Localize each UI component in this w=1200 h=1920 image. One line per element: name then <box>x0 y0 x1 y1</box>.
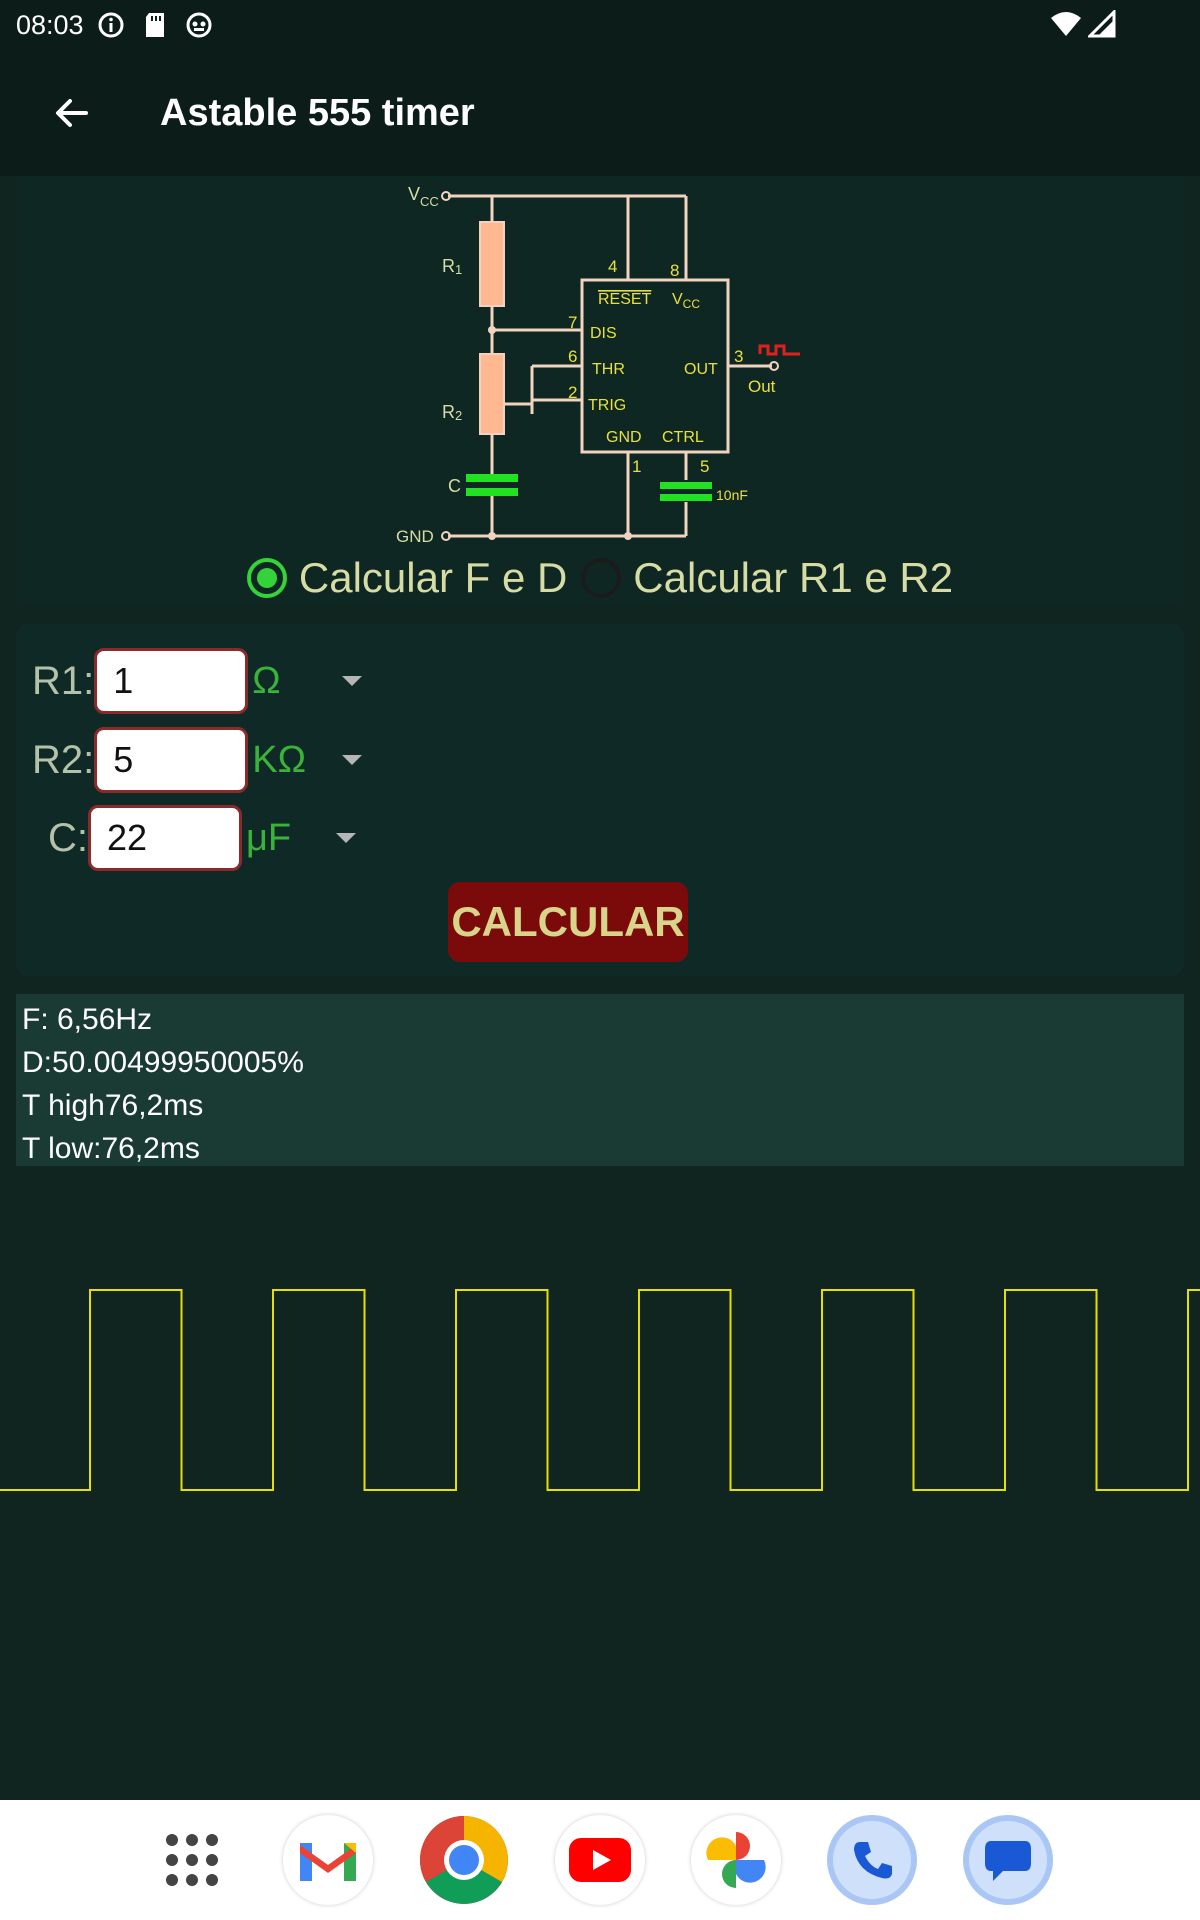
radio-calcular-f-d[interactable]: Calcular F e D <box>246 554 568 602</box>
reset-label: RESET <box>598 291 652 308</box>
r2-row: R2: KΩ <box>32 727 363 793</box>
ctrl-label: CTRL <box>662 429 704 446</box>
square-wave-line <box>0 1289 1200 1491</box>
messages-icon[interactable] <box>963 1815 1053 1905</box>
pin3-label: 3 <box>734 347 743 366</box>
r2-label: R2 <box>442 402 462 423</box>
gmail-icon[interactable] <box>283 1815 373 1905</box>
radio-calcular-r1-r2[interactable]: Calcular R1 e R2 <box>581 554 953 602</box>
chevron-down-icon[interactable] <box>342 755 363 765</box>
info-icon <box>96 10 126 40</box>
pin6-label: 6 <box>568 347 577 366</box>
r1-input[interactable] <box>94 648 249 714</box>
app-drawer-icon[interactable] <box>147 1815 237 1905</box>
radio-button-selected[interactable] <box>246 558 287 598</box>
app-bar: Astable 555 timer <box>0 50 1200 176</box>
results-panel: F: 6,56Hz D:50.00499950005% T high76,2ms… <box>16 994 1184 1166</box>
status-bar: 08:03 <box>0 0 1200 50</box>
page-title: Astable 555 timer <box>160 91 475 134</box>
trig-label: TRIG <box>588 397 626 414</box>
c-label: C: <box>48 815 88 860</box>
t-low-result: T low:76,2ms <box>22 1132 200 1165</box>
mode-selector: Calcular F e D Calcular R1 e R2 <box>0 548 1200 608</box>
phone-icon[interactable] <box>827 1815 917 1905</box>
pin7-label: 7 <box>568 313 577 332</box>
back-button[interactable] <box>32 73 112 153</box>
arrow-back-icon <box>56 99 88 127</box>
pin5-label: 5 <box>700 457 709 476</box>
sd-card-icon <box>140 10 170 40</box>
duty-result: D:50.00499950005% <box>22 1046 304 1079</box>
c-unit-select[interactable]: μF <box>246 816 292 859</box>
youtube-icon[interactable] <box>555 1815 645 1905</box>
status-time: 08:03 <box>16 9 84 40</box>
chevron-down-icon[interactable] <box>342 676 363 686</box>
photos-icon[interactable] <box>691 1815 781 1905</box>
dis-label: DIS <box>590 325 617 342</box>
c-label: C <box>448 476 461 496</box>
circuit-card <box>16 176 1184 606</box>
app-dock <box>0 1800 1200 1920</box>
r1-label: R1: <box>32 658 95 703</box>
r2-label: R2: <box>32 737 95 782</box>
r1-unit-select[interactable]: Ω <box>252 659 281 702</box>
out-terminal-label: Out <box>748 377 776 396</box>
pin1-label: 1 <box>632 457 641 476</box>
calcular-button[interactable]: CALCULAR <box>448 882 688 962</box>
radio-button-unselected[interactable] <box>581 558 622 598</box>
out-label: OUT <box>684 361 718 378</box>
circuit-diagram: VCC R1 R2 C GND 4 8 7 6 2 1 5 3 RESET VC… <box>396 184 800 546</box>
waveform <box>0 1289 1200 1491</box>
pin2-label: 2 <box>568 383 577 402</box>
t-high-result: T high76,2ms <box>22 1089 204 1122</box>
gnd-pin-label: GND <box>606 429 642 446</box>
r1-label: R1 <box>442 256 462 277</box>
wifi-icon <box>1050 10 1082 45</box>
vcc-label: VCC <box>408 184 439 209</box>
robot-icon <box>184 10 214 40</box>
ic-vcc-label: VCC <box>672 291 700 311</box>
radio-label: Calcular F e D <box>298 554 568 601</box>
chrome-icon[interactable] <box>419 1815 509 1905</box>
c-input[interactable] <box>88 805 242 871</box>
gnd-label: GND <box>396 527 434 546</box>
cap-ctrl-label: 10nF <box>716 487 748 503</box>
c-row: C: μF <box>48 805 356 871</box>
r2-input[interactable] <box>94 727 249 793</box>
pin4-label: 4 <box>608 257 617 276</box>
r1-row: R1: Ω <box>32 648 363 714</box>
r2-unit-select[interactable]: KΩ <box>252 738 307 781</box>
thr-label: THR <box>592 361 625 378</box>
radio-label: Calcular R1 e R2 <box>633 554 954 601</box>
status-indicators <box>1050 8 1116 45</box>
signal-icon <box>1086 8 1116 45</box>
chevron-down-icon[interactable] <box>336 833 356 843</box>
pin8-label: 8 <box>670 261 679 280</box>
frequency-result: F: 6,56Hz <box>22 1003 153 1036</box>
